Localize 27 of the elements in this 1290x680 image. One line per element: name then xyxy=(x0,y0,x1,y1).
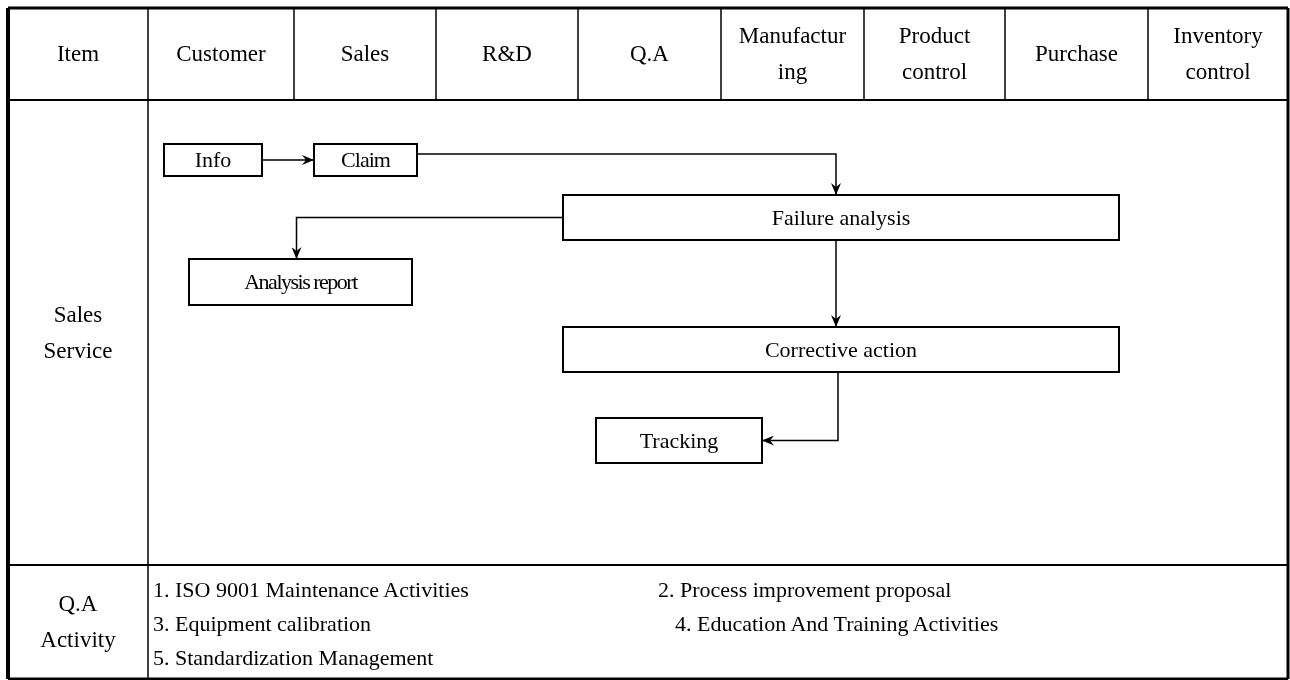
list-item: 4. Education And Training Activities xyxy=(675,610,999,638)
process-box: Tracking xyxy=(595,417,763,464)
arrow xyxy=(262,155,314,165)
column-header: Sales xyxy=(340,40,390,68)
arrow xyxy=(831,240,841,327)
process-box: Failure analysis xyxy=(562,194,1120,241)
column-header: R&D xyxy=(482,40,532,68)
process-box: Analysis report xyxy=(188,258,413,306)
list-item: 2. Process improvement proposal xyxy=(658,576,952,604)
process-box: Info xyxy=(163,143,263,177)
column-header: Manufacturing xyxy=(737,22,848,86)
arrow xyxy=(291,216,563,259)
arrow xyxy=(762,372,839,446)
process-box: Claim xyxy=(313,143,418,177)
column-header: Item xyxy=(56,40,100,68)
list-item: 1. ISO 9001 Maintenance Activities xyxy=(153,576,469,604)
row-header: Sales Service xyxy=(42,300,114,365)
column-header: Inventory control xyxy=(1172,22,1264,86)
process-box: Corrective action xyxy=(562,326,1120,373)
arrow xyxy=(417,153,841,195)
list-item: 5. Standardization Management xyxy=(153,644,434,672)
column-header: Customer xyxy=(176,40,266,68)
column-header: Product control xyxy=(897,22,972,86)
column-header: Q.A xyxy=(630,40,669,68)
column-header: Purchase xyxy=(1035,40,1118,68)
row-header: Q.A Activity xyxy=(39,590,117,654)
list-item: 3. Equipment calibration xyxy=(153,610,372,638)
